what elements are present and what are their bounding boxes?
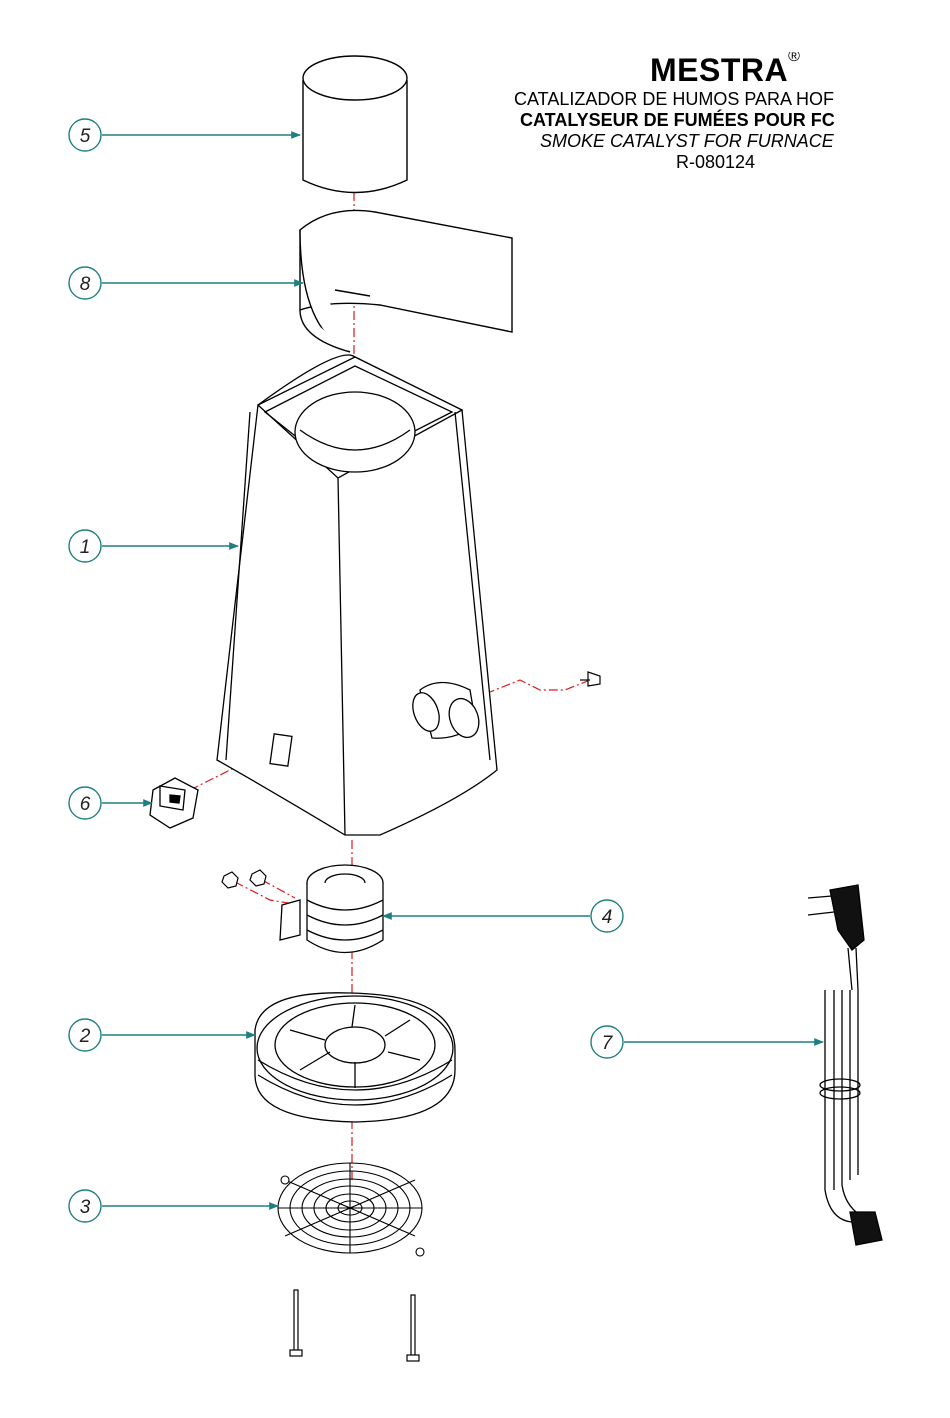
callout-body: 1 xyxy=(69,530,238,562)
callout-sleeve: 8 xyxy=(69,267,303,299)
fan-grill xyxy=(278,1163,424,1256)
cap-cylinder xyxy=(303,56,407,193)
callout-number: 2 xyxy=(79,1026,91,1047)
callout-number: 1 xyxy=(80,537,91,558)
heating-coil xyxy=(280,865,383,953)
callout-fan-grill: 3 xyxy=(69,1190,278,1222)
callout-switch: 6 xyxy=(69,787,152,819)
callout-cap: 5 xyxy=(69,119,300,151)
callout-heating-coil: 4 xyxy=(383,900,623,932)
callout-number: 3 xyxy=(80,1197,91,1218)
callout-number: 6 xyxy=(80,794,91,815)
axial-fan xyxy=(255,993,455,1122)
power-cord xyxy=(808,885,882,1245)
callout-fan: 2 xyxy=(69,1019,255,1051)
sleeve-band xyxy=(300,210,512,352)
callout-power-cord: 7 xyxy=(591,1026,823,1058)
rocker-switch xyxy=(150,778,198,828)
screw xyxy=(580,672,600,686)
mounting-bolts xyxy=(290,1290,419,1361)
callout-number: 7 xyxy=(602,1033,614,1054)
callout-number: 5 xyxy=(80,126,91,147)
terminal-nuts xyxy=(222,870,266,888)
callout-number: 4 xyxy=(602,907,613,928)
body-shroud xyxy=(217,355,497,835)
callout-number: 8 xyxy=(80,274,91,295)
